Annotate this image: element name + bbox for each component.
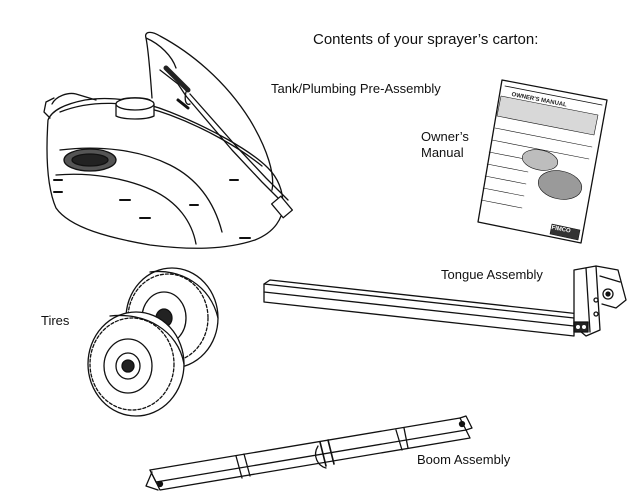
tongue-label: Tongue Assembly — [441, 267, 543, 282]
manual-label-line2: Manual — [421, 145, 464, 160]
owners-manual-drawing — [477, 79, 608, 244]
tires-drawing — [87, 267, 219, 417]
manual-label-line1: Owner’s — [421, 129, 469, 144]
tires-label: Tires — [41, 313, 70, 328]
boom-label: Boom Assembly — [417, 452, 511, 467]
page-title: Contents of your sprayer’s carton: — [313, 31, 539, 48]
boom-assembly-drawing — [145, 415, 473, 491]
tongue-assembly-drawing — [263, 265, 627, 337]
tank-label: Tank/Plumbing Pre-Assembly — [271, 81, 441, 96]
tank-assembly-drawing — [43, 31, 294, 249]
